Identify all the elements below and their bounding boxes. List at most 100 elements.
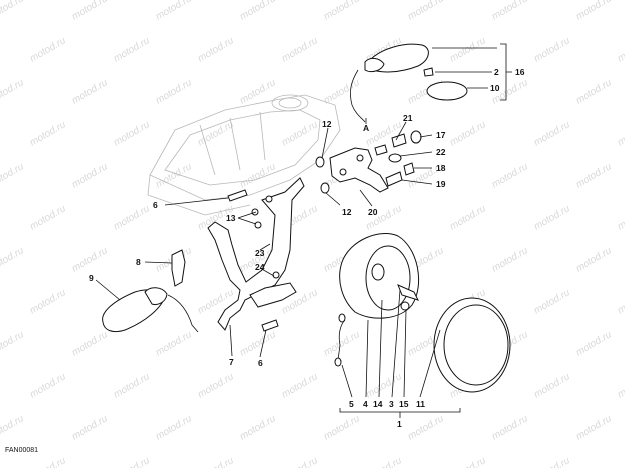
- turn-signal-right: [350, 43, 429, 123]
- watermark-text: motod.ru: [574, 245, 614, 274]
- headlight-lens: [433, 297, 511, 393]
- callout-7: 7: [229, 357, 234, 367]
- watermark-text: motod.ru: [0, 161, 26, 190]
- watermark-text: motod.ru: [28, 35, 68, 64]
- watermark-text: motod.ru: [490, 413, 530, 442]
- callout-17: 17: [436, 130, 446, 140]
- callout-14: 14: [373, 399, 383, 409]
- watermark-text: motod.ru: [70, 245, 110, 274]
- bracket-8: [171, 249, 186, 287]
- watermark-text: motod.ru: [0, 0, 26, 23]
- callout-15: 15: [399, 399, 409, 409]
- screws-6: [227, 189, 279, 332]
- watermark-text: motod.ru: [574, 413, 614, 442]
- callout-12-lower: 12: [342, 207, 352, 217]
- bracket-20: [329, 147, 389, 193]
- watermark-text: motod.ru: [70, 0, 110, 23]
- callout-8: 8: [136, 257, 141, 267]
- watermark-text: motod.ru: [532, 203, 572, 232]
- callout-9: 9: [89, 273, 94, 283]
- callout-23: 23: [255, 248, 265, 258]
- watermark-text: motod.ru: [322, 77, 362, 106]
- callout-6-lower: 6: [258, 358, 263, 368]
- callout-21: 21: [403, 113, 413, 123]
- callout-16: 16: [515, 67, 525, 77]
- watermark-text: motod.ru: [70, 161, 110, 190]
- callout-18: 18: [436, 163, 446, 173]
- watermark-text: motod.ru: [28, 455, 68, 468]
- watermark-text: motod.ru: [532, 287, 572, 316]
- callout-12-upper: 12: [322, 119, 332, 129]
- watermark-text: motod.ru: [112, 371, 152, 400]
- watermark-text: motod.ru: [280, 371, 320, 400]
- watermark-text: motod.ru: [196, 455, 236, 468]
- callout-3: 3: [389, 399, 394, 409]
- watermark-text: motod.ru: [0, 77, 26, 106]
- watermark-text: motod.ru: [112, 203, 152, 232]
- watermark-text: motod.ru: [490, 161, 530, 190]
- watermark-text: motod.ru: [532, 119, 572, 148]
- watermark-text: motod.ru: [70, 329, 110, 358]
- watermark-text: motod.ru: [112, 119, 152, 148]
- watermark-text: motod.ru: [490, 0, 530, 23]
- watermark-text: motod.ru: [70, 413, 110, 442]
- watermark-text: motod.ru: [0, 245, 26, 274]
- headlight-housing: [334, 233, 419, 367]
- watermark-text: motod.ru: [154, 413, 194, 442]
- turn-signal-left: [102, 287, 199, 333]
- watermark-text: motod.ru: [574, 161, 614, 190]
- headlight-support-bracket: [207, 177, 305, 331]
- watermark-text: motod.ru: [112, 35, 152, 64]
- watermark-text: motod.ru: [154, 0, 194, 23]
- watermark-text: motod.ru: [238, 329, 278, 358]
- watermark-text: motod.ru: [448, 455, 488, 468]
- callout-5: 5: [349, 399, 354, 409]
- watermark-text: motod.ru: [448, 35, 488, 64]
- watermark-text: motod.ru: [196, 35, 236, 64]
- lens-10: [426, 81, 468, 101]
- watermark-text: motod.ru: [574, 77, 614, 106]
- watermark-text: motod.ru: [322, 413, 362, 442]
- watermark-text: motod.ru: [364, 455, 404, 468]
- watermark-text: motod.ru: [574, 0, 614, 23]
- watermark-text: motod.ru: [616, 287, 625, 316]
- callout-20: 20: [368, 207, 378, 217]
- watermark-text: motod.ru: [322, 329, 362, 358]
- callout-10: 10: [490, 83, 500, 93]
- watermark-text: motod.ru: [616, 119, 625, 148]
- watermark-text: motod.ru: [28, 287, 68, 316]
- lens-bulb-2: [423, 67, 434, 77]
- watermark-text: motod.ru: [70, 77, 110, 106]
- callout-6-upper: 6: [153, 200, 158, 210]
- watermark-text: motod.ru: [616, 455, 625, 468]
- watermark-text: motod.ru: [364, 371, 404, 400]
- callout-2: 2: [494, 67, 499, 77]
- callout-13: 13: [226, 213, 236, 223]
- watermark-text: motod.ru: [574, 329, 614, 358]
- frame-outline: [147, 94, 341, 216]
- watermark-text: motod.ru: [154, 77, 194, 106]
- watermark-text: motod.ru: [28, 203, 68, 232]
- watermark-text: motod.ru: [28, 119, 68, 148]
- watermark-text: motod.ru: [532, 455, 572, 468]
- watermark-text: motod.ru: [238, 413, 278, 442]
- callout-1: 1: [397, 419, 402, 429]
- watermark-text: motod.ru: [406, 413, 446, 442]
- leader-lines: [95, 43, 512, 418]
- watermark-text: motod.ru: [616, 35, 625, 64]
- watermark-text: motod.ru: [616, 203, 625, 232]
- callout-19: 19: [436, 179, 446, 189]
- watermark-text: motod.ru: [28, 371, 68, 400]
- callout-labels: 2 10 16 A 21 17 22 18 19 12 12 20 6 13 2…: [89, 67, 525, 429]
- watermark-text: motod.ru: [406, 0, 446, 23]
- callout-4: 4: [363, 399, 368, 409]
- watermark-text: motod.ru: [448, 203, 488, 232]
- watermark-text: motod.ru: [238, 161, 278, 190]
- callout-24: 24: [255, 262, 265, 272]
- callout-11: 11: [416, 399, 425, 409]
- watermark-text: motod.ru: [0, 329, 26, 358]
- watermark-text: motod.ru: [196, 119, 236, 148]
- watermark-text: motod.ru: [490, 245, 530, 274]
